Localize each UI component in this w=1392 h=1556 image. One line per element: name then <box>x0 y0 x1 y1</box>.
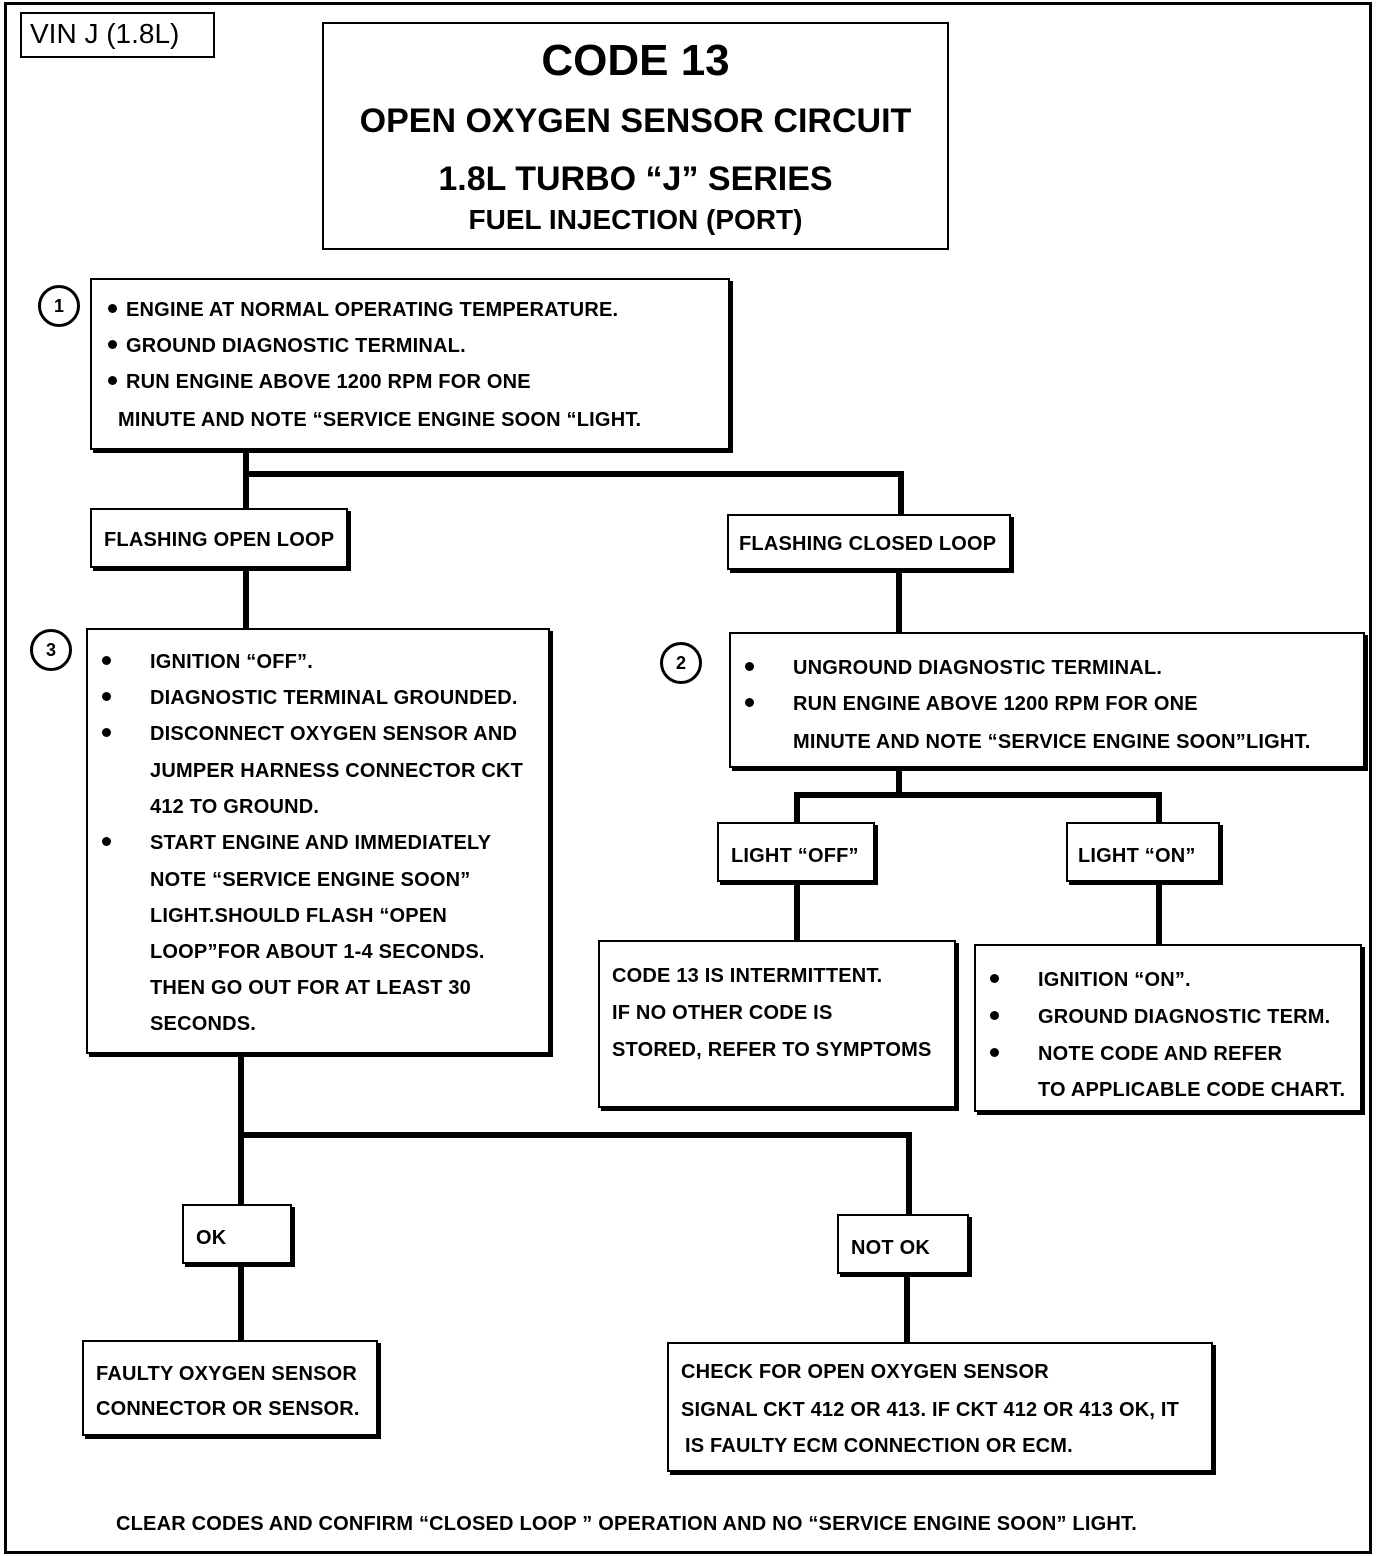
bullet <box>108 376 117 385</box>
ignition-on-box: IGNITION “ON”. GROUND DIAGNOSTIC TERM. N… <box>974 944 1362 1112</box>
intermittent-line: STORED, REFER TO SYMPTOMS <box>612 1039 932 1061</box>
connector <box>898 471 904 515</box>
step-2-line: UNGROUND DIAGNOSTIC TERMINAL. <box>793 657 1163 679</box>
title-line-3: 1.8L TURBO “J” SERIES <box>438 160 833 198</box>
page-border <box>4 2 1372 1554</box>
connector <box>794 792 800 824</box>
connector <box>896 570 902 633</box>
title-box: CODE 13 OPEN OXYGEN SENSOR CIRCUIT 1.8L … <box>322 22 949 250</box>
connector <box>238 1054 244 1206</box>
bullet <box>102 837 111 846</box>
step-3-line: IGNITION “OFF”. <box>150 651 313 673</box>
step-number-3: 3 <box>30 629 72 671</box>
connector <box>1156 792 1162 824</box>
title-line-2: OPEN OXYGEN SENSOR CIRCUIT <box>359 102 912 140</box>
connector <box>1156 882 1162 946</box>
step-number-2: 2 <box>660 642 702 684</box>
bullet <box>990 1048 999 1057</box>
bullet <box>745 662 754 671</box>
flashing-open-loop-box: FLASHING OPEN LOOP <box>90 508 348 568</box>
connector <box>238 1264 244 1342</box>
step-3-line: SECONDS. <box>150 1013 257 1035</box>
vin-label: VIN J (1.8L) <box>20 12 215 58</box>
connector <box>794 792 1162 798</box>
not-ok-box: NOT OK <box>837 1214 969 1274</box>
bullet <box>990 1011 999 1020</box>
step-1-line: ENGINE AT NORMAL OPERATING TEMPERATURE. <box>126 299 619 321</box>
check-open-line: IS FAULTY ECM CONNECTION OR ECM. <box>685 1435 1073 1457</box>
step-3-line: LIGHT.SHOULD FLASH “OPEN <box>150 905 448 927</box>
connector <box>243 471 904 477</box>
step-2-box: UNGROUND DIAGNOSTIC TERMINAL. RUN ENGINE… <box>729 632 1365 768</box>
ignition-on-line: TO APPLICABLE CODE CHART. <box>1038 1079 1346 1101</box>
connector <box>243 568 249 630</box>
step-2-line: RUN ENGINE ABOVE 1200 RPM FOR ONE <box>793 693 1198 715</box>
flashing-open-loop-label: FLASHING OPEN LOOP <box>104 529 335 551</box>
step-3-line: DISCONNECT OXYGEN SENSOR AND <box>150 723 518 745</box>
bullet <box>990 974 999 983</box>
step-3-line: NOTE “SERVICE ENGINE SOON” <box>150 869 471 891</box>
check-open-box: CHECK FOR OPEN OXYGEN SENSOR SIGNAL CKT … <box>667 1342 1213 1472</box>
connector <box>794 882 800 944</box>
light-on-box: LIGHT “ON” <box>1066 822 1220 882</box>
footer-note: CLEAR CODES AND CONFIRM “CLOSED LOOP ” O… <box>116 1513 1137 1535</box>
step-1-line: RUN ENGINE ABOVE 1200 RPM FOR ONE <box>126 371 531 393</box>
step-2-line: MINUTE AND NOTE “SERVICE ENGINE SOON”LIG… <box>793 731 1311 753</box>
faulty-sensor-box: FAULTY OXYGEN SENSOR CONNECTOR OR SENSOR… <box>82 1340 378 1436</box>
step-3-line: THEN GO OUT FOR AT LEAST 30 <box>150 977 471 999</box>
bullet <box>108 304 117 313</box>
connector <box>238 1132 912 1138</box>
ignition-on-line: GROUND DIAGNOSTIC TERM. <box>1038 1006 1331 1028</box>
connector <box>906 1132 912 1216</box>
ok-label: OK <box>196 1227 227 1249</box>
bullet <box>108 340 117 349</box>
not-ok-label: NOT OK <box>851 1237 930 1259</box>
bullet <box>745 698 754 707</box>
check-open-line: SIGNAL CKT 412 OR 413. IF CKT 412 OR 413… <box>681 1399 1180 1421</box>
light-on-label: LIGHT “ON” <box>1078 845 1196 867</box>
flashing-closed-loop-label: FLASHING CLOSED LOOP <box>739 533 997 555</box>
code-title: CODE 13 <box>541 36 730 85</box>
step-3-line: START ENGINE AND IMMEDIATELY <box>150 832 492 854</box>
connector <box>896 768 902 796</box>
light-off-label: LIGHT “OFF” <box>731 845 859 867</box>
step-3-line: DIAGNOSTIC TERMINAL GROUNDED. <box>150 687 518 709</box>
step-3-line: 412 TO GROUND. <box>150 796 320 818</box>
connector <box>243 449 249 509</box>
intermittent-line: IF NO OTHER CODE IS <box>612 1002 833 1024</box>
bullet <box>102 692 111 701</box>
step-3-box: IGNITION “OFF”. DIAGNOSTIC TERMINAL GROU… <box>86 628 550 1054</box>
light-off-box: LIGHT “OFF” <box>717 822 875 882</box>
bullet <box>102 728 111 737</box>
step-1-line: MINUTE AND NOTE “SERVICE ENGINE SOON “LI… <box>118 409 642 431</box>
connector <box>904 1274 910 1342</box>
faulty-sensor-line: FAULTY OXYGEN SENSOR <box>96 1363 358 1385</box>
intermittent-box: CODE 13 IS INTERMITTENT. IF NO OTHER COD… <box>598 940 956 1108</box>
step-1-box: ENGINE AT NORMAL OPERATING TEMPERATURE. … <box>90 278 730 450</box>
flashing-closed-loop-box: FLASHING CLOSED LOOP <box>727 514 1011 570</box>
step-3-line: LOOP”FOR ABOUT 1-4 SECONDS. <box>150 941 485 963</box>
bullet <box>102 656 111 665</box>
intermittent-line: CODE 13 IS INTERMITTENT. <box>612 965 883 987</box>
ok-box: OK <box>182 1204 292 1264</box>
title-line-4: FUEL INJECTION (PORT) <box>468 204 803 235</box>
step-number-1: 1 <box>38 285 80 327</box>
check-open-line: CHECK FOR OPEN OXYGEN SENSOR <box>681 1361 1049 1383</box>
faulty-sensor-line: CONNECTOR OR SENSOR. <box>96 1398 360 1420</box>
ignition-on-line: NOTE CODE AND REFER <box>1038 1043 1283 1065</box>
step-3-line: JUMPER HARNESS CONNECTOR CKT <box>150 760 524 782</box>
step-1-line: GROUND DIAGNOSTIC TERMINAL. <box>126 335 466 357</box>
ignition-on-line: IGNITION “ON”. <box>1038 969 1191 991</box>
